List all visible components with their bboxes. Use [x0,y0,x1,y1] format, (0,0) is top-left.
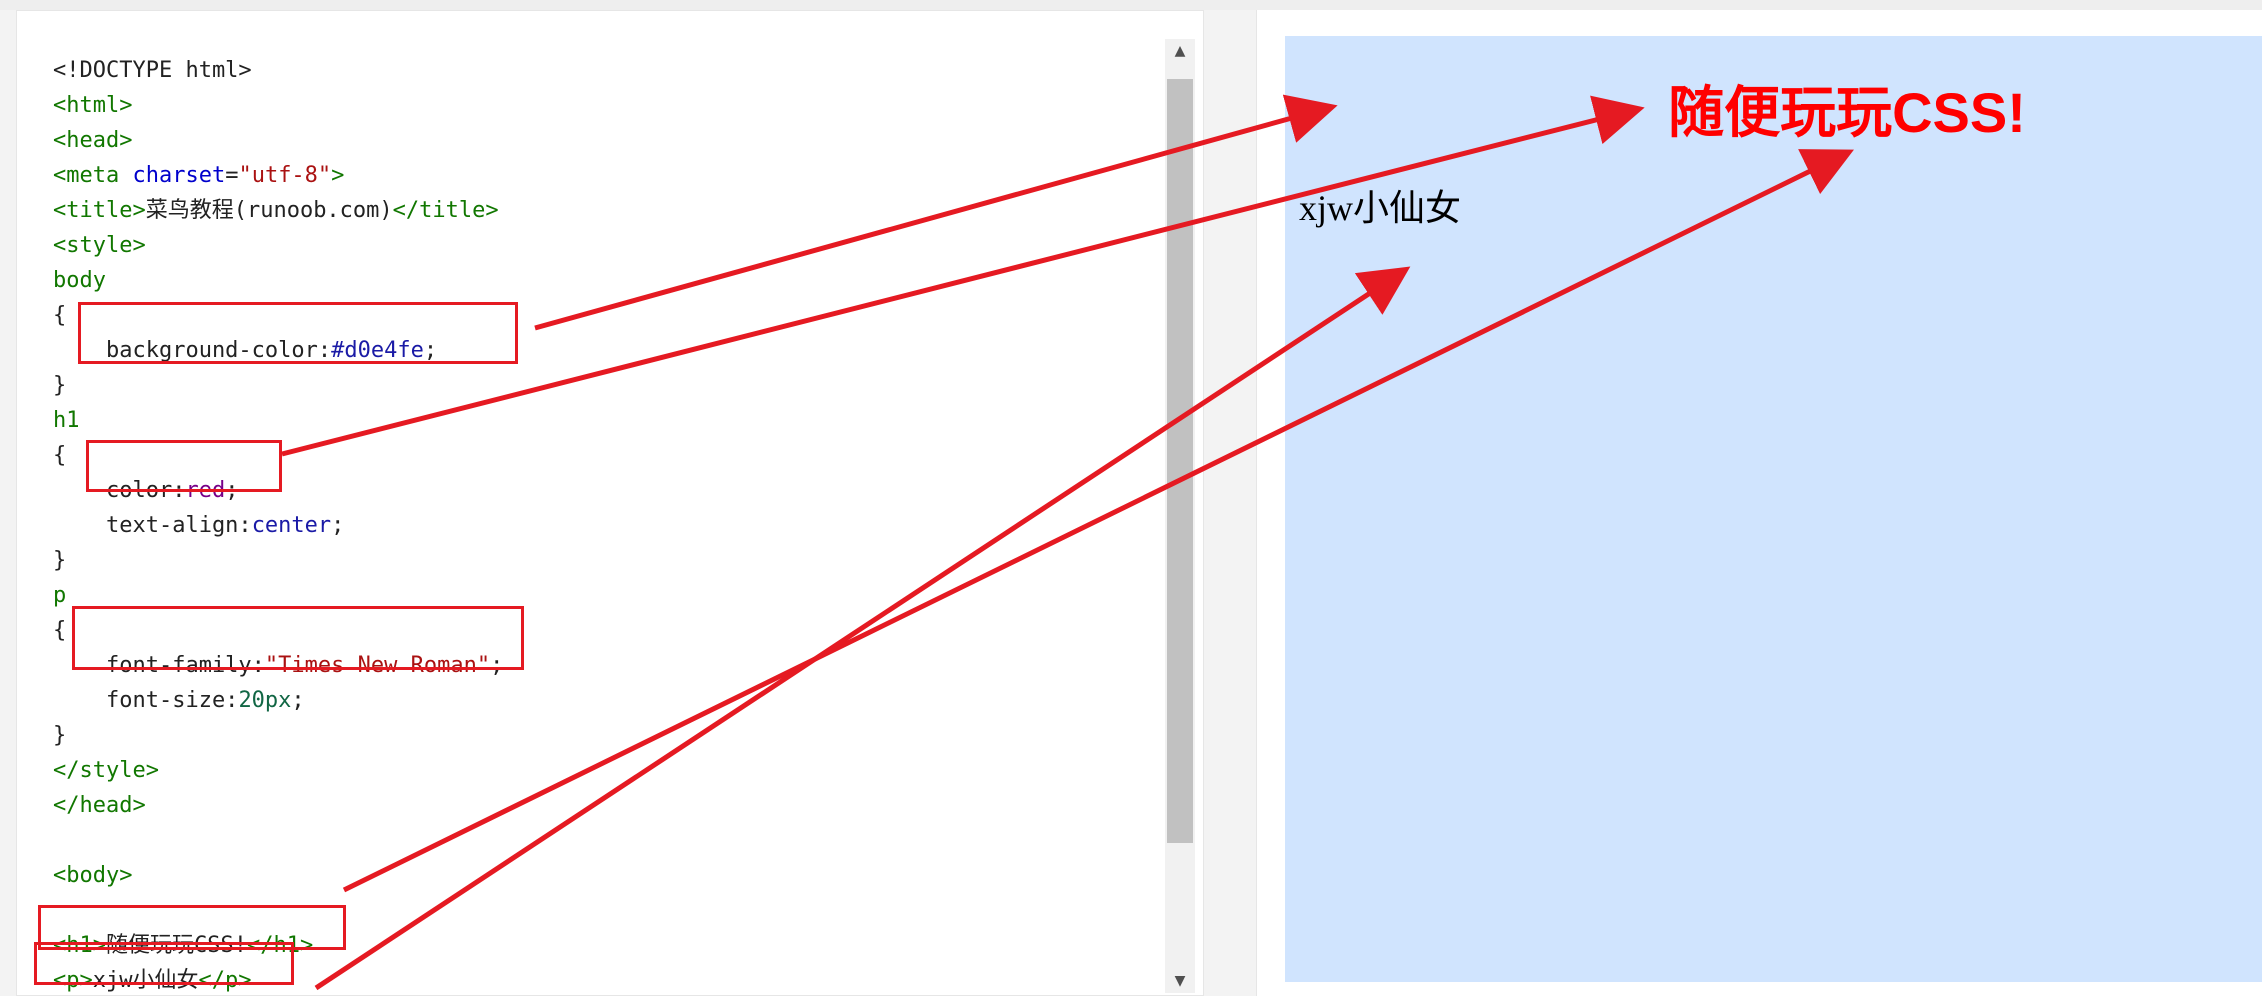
code-token: 随便玩玩CSS! [105,933,247,958]
code-line: <!DOCTYPE html> [53,53,252,88]
code-token: 20px [238,688,292,713]
preview-page-body: 随便玩玩CSS! xjw小仙女 [1285,36,2262,982]
code-token: xjw小仙女 [92,968,199,993]
code-token: </p> [198,968,252,993]
code-token: } [53,548,67,573]
code-token: { [53,443,67,468]
code-token: p [53,583,67,608]
code-line: font-family:"Times New Roman"; [53,648,503,683]
code-line: <body> [53,858,132,893]
preview-paragraph: xjw小仙女 [1299,188,1462,228]
code-token: background-color: [53,338,332,363]
code-editor-panel[interactable]: <!DOCTYPE html> <html> <head> <meta charset… [16,10,1204,996]
code-token: </title> [392,198,499,223]
code-line: font-size:20px; [53,683,305,718]
code-token: <html> [53,93,133,118]
code-token: <style> [53,233,146,258]
arrow-h1-to-heading [342,149,1854,893]
highlight-font-family [72,606,524,670]
code-token: <h1> [53,933,106,958]
code-token: } [53,373,67,398]
editor-scrollbar[interactable]: ▲ ▼ [1165,39,1195,993]
code-token: <body> [53,863,133,888]
code-token: h1 [53,408,80,433]
code-token: font-family: [53,653,265,678]
scroll-thumb[interactable] [1167,79,1193,843]
code-line: </head> [53,788,146,823]
code-token: <head> [53,128,133,153]
code-editor[interactable]: <!DOCTYPE html> <html> <head> <meta charset… [53,53,1163,995]
arrow-background-to-preview [534,94,1338,331]
result-preview-panel: 随便玩玩CSS! xjw小仙女 [1256,10,2262,996]
code-line: body [53,263,106,298]
code-token: center [251,513,332,538]
code-token: </h1> [246,933,314,958]
code-token: } [53,723,67,748]
code-token: ; [490,653,504,678]
scroll-up-arrow-icon[interactable]: ▲ [1174,43,1186,59]
code-line: { [53,613,66,648]
highlight-h1-line [38,905,346,950]
highlight-background-color [78,302,518,364]
code-line: </style> [53,753,159,788]
scroll-down-arrow-icon[interactable]: ▼ [1174,973,1186,989]
code-line: } [53,368,66,403]
code-line: <head> [53,123,132,158]
code-line: <meta charset="utf-8"> [53,158,344,193]
code-token: = [225,163,239,188]
code-token: { [53,618,67,643]
code-token: { [53,303,67,328]
code-token: body [53,268,106,293]
code-token: text-align: [53,513,252,538]
highlight-color-red [86,440,282,492]
code-line: p [53,578,66,613]
code-token: "Times New Roman" [264,653,491,678]
code-token: ; [331,513,345,538]
code-token: <title> [53,198,146,223]
code-line: background-color:#d0e4fe; [53,333,437,368]
arrow-font-to-paragraph [314,266,1411,991]
preview-heading: 随便玩玩CSS! [1668,81,2026,144]
code-token: </style> [53,758,159,783]
code-line: { [53,298,66,333]
code-line: <title>菜鸟教程(runoob.com)</title> [53,193,499,228]
code-token: font-size: [53,688,239,713]
code-line: } [53,543,66,578]
code-token: <meta [53,163,133,188]
code-token: ; [291,688,305,713]
code-line: } [53,718,66,753]
code-token: </head> [53,793,146,818]
code-token: <p> [53,968,93,993]
code-token: 菜鸟教程(runoob.com) [145,198,393,223]
top-divider [0,0,2262,10]
highlight-p-line [34,942,294,985]
code-line: <h1>随便玩玩CSS!</h1> [53,928,313,963]
code-token: > [331,163,345,188]
arrow-color-to-heading [281,95,1645,457]
code-line: <html> [53,88,132,123]
code-line: <style> [53,228,146,263]
code-token: "utf-8" [238,163,332,188]
code-token: charset [132,163,226,188]
code-token: ; [423,338,438,363]
code-line: text-align:center; [53,508,344,543]
code-line: h1 [53,403,80,438]
code-line: { [53,438,66,473]
code-line: <p>xjw小仙女</p> [53,963,251,995]
code-token: <!DOCTYPE html> [53,58,252,83]
code-token: #d0e4fe [331,338,424,363]
